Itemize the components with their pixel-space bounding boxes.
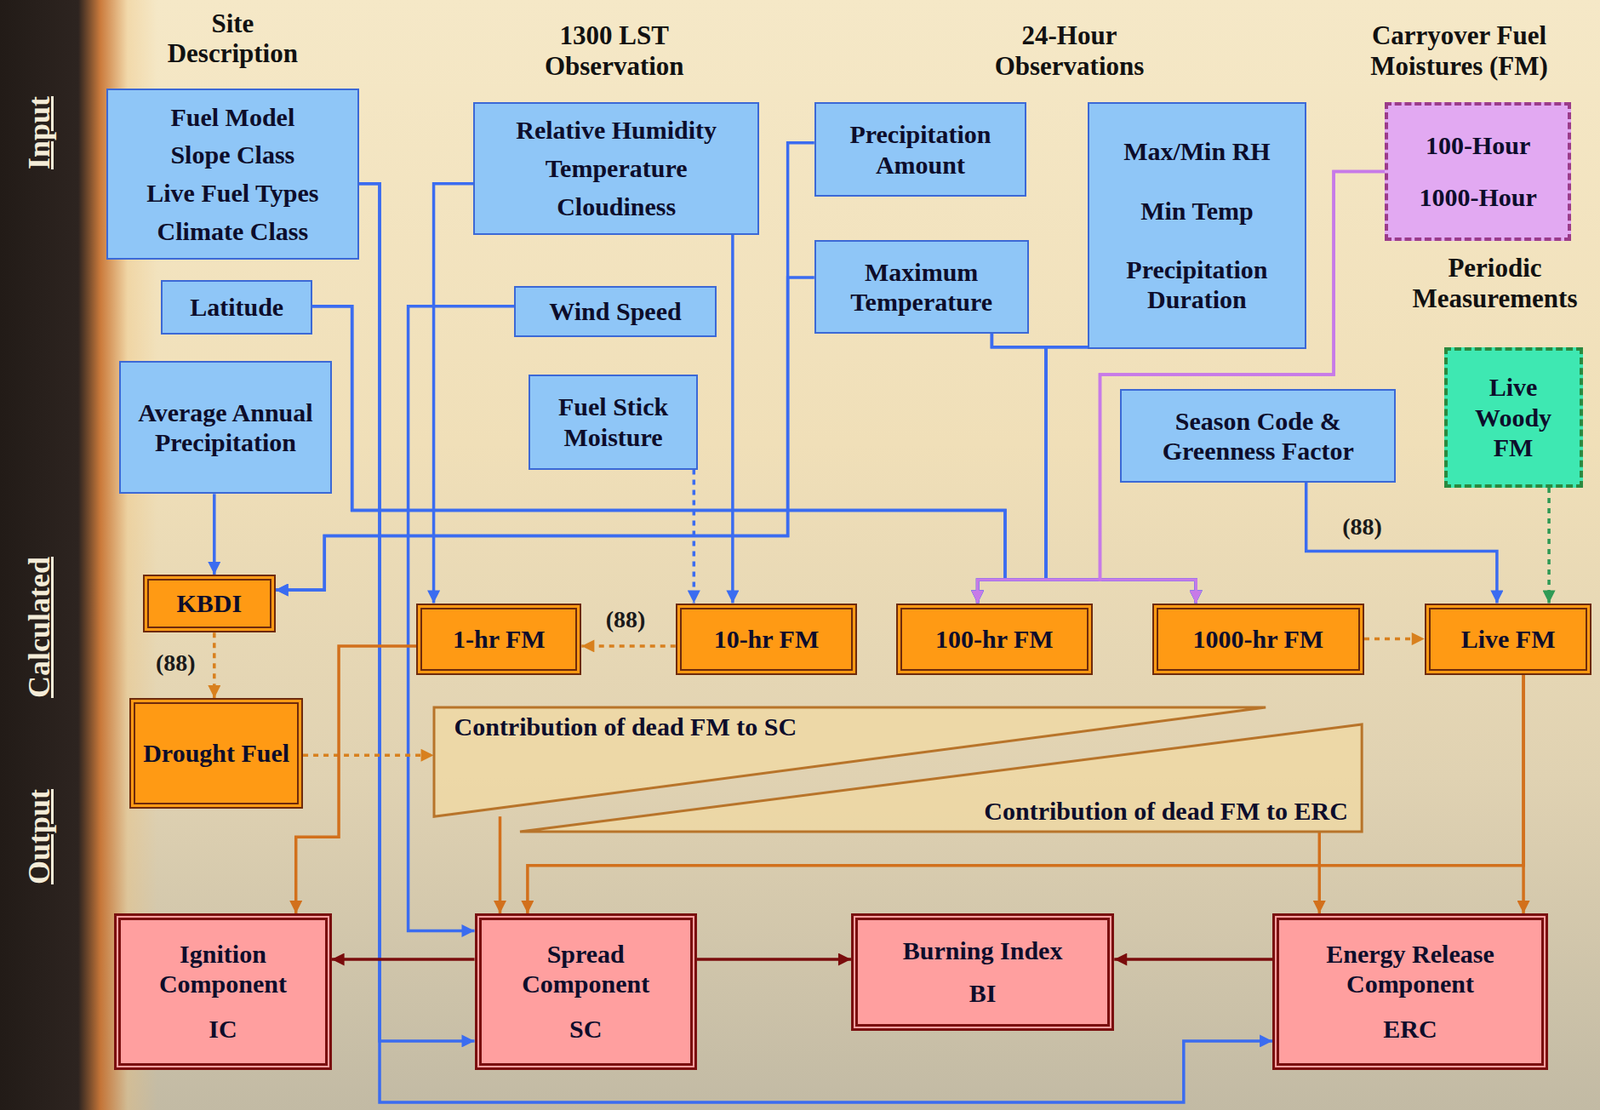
connector bbox=[312, 306, 1006, 604]
box-text: Average Annual Precipitation bbox=[127, 397, 323, 458]
box-text: Cloudiness bbox=[556, 191, 676, 222]
callout-number: (88) bbox=[605, 605, 646, 633]
box-text: Latitude bbox=[189, 291, 284, 322]
input-box: Maximum Temperature bbox=[814, 240, 1029, 334]
box-text: Climate Class bbox=[157, 216, 309, 246]
connector bbox=[212, 493, 217, 575]
input-box: Fuel ModelSlope ClassLive Fuel TypesClim… bbox=[106, 88, 360, 259]
box-text: ERC bbox=[1382, 1013, 1437, 1044]
box-text: Burning Index bbox=[902, 935, 1063, 966]
box-text: Energy Release Component bbox=[1285, 938, 1535, 1000]
calculated-box: 1-hr FM bbox=[416, 603, 582, 675]
box-text: 1000-hr FM bbox=[1193, 623, 1325, 654]
input-box: Max/Min RH Min TempPrecipitation Duration bbox=[1087, 102, 1307, 349]
connector bbox=[296, 645, 417, 914]
box-text: Relative Humidity bbox=[515, 114, 717, 145]
calculated-box: 1000-hr FM bbox=[1152, 603, 1365, 675]
connector bbox=[498, 816, 503, 914]
connector bbox=[1364, 637, 1425, 641]
output-box: Energy Release ComponentERC bbox=[1272, 913, 1549, 1069]
input-box: Relative HumidityTemperatureCloudiness bbox=[473, 102, 760, 235]
output-box: Ignition ComponentIC bbox=[114, 913, 332, 1069]
carryover-box: 100-Hour 1000-Hour bbox=[1384, 102, 1572, 241]
box-text: Precipitation Amount bbox=[822, 119, 1018, 180]
connector bbox=[302, 753, 434, 757]
calculated-box: 10-hr FM bbox=[675, 603, 858, 675]
connector bbox=[212, 632, 217, 698]
box-text: 100-hr FM bbox=[935, 623, 1054, 654]
input-box: Latitude bbox=[160, 280, 312, 336]
box-text: Temperature bbox=[545, 153, 688, 183]
section-label: Calculated bbox=[21, 556, 58, 698]
connector bbox=[1318, 831, 1322, 914]
box-text: 100-Hour bbox=[1425, 130, 1531, 160]
box-text: Live FM bbox=[1461, 623, 1556, 654]
connector bbox=[731, 234, 735, 604]
input-box: Wind Speed bbox=[514, 285, 716, 338]
calculated-box: Live FM bbox=[1424, 603, 1593, 675]
connector bbox=[1547, 487, 1551, 604]
box-text: Contribution of dead FM to SC bbox=[454, 711, 798, 742]
box-text: Spread Component bbox=[488, 938, 684, 1000]
box-text: Slope Class bbox=[170, 139, 295, 170]
calculated-box: Drought Fuel bbox=[129, 697, 303, 808]
callout-number: (88) bbox=[155, 650, 196, 677]
box-text: Live Woody FM bbox=[1454, 371, 1573, 463]
column-heading: Carryover Fuel Moistures (FM) bbox=[1326, 20, 1593, 81]
box-text: Maximum Temperature bbox=[822, 257, 1021, 318]
box-text: Contribution of dead FM to ERC bbox=[983, 795, 1349, 826]
input-box: Precipitation Amount bbox=[814, 102, 1027, 198]
connector bbox=[977, 333, 1046, 604]
column-heading: Site Description bbox=[145, 8, 320, 69]
measured-box: Live Woody FM bbox=[1444, 347, 1583, 488]
connector bbox=[581, 644, 675, 648]
section-label: Input bbox=[21, 96, 58, 170]
input-box: Season Code & Greenness Factor bbox=[1120, 388, 1396, 483]
box-text: Drought Fuel bbox=[142, 737, 290, 768]
connector bbox=[434, 183, 475, 604]
box-text: Min Temp bbox=[1140, 195, 1254, 226]
contribution-wedge: Contribution of dead FM to ERC bbox=[520, 724, 1362, 832]
connector bbox=[977, 347, 1088, 604]
box-text: Max/Min RH bbox=[1123, 136, 1271, 166]
box-text: IC bbox=[208, 1013, 237, 1044]
calculated-box: KBDI bbox=[142, 574, 276, 633]
box-text: KBDI bbox=[176, 588, 242, 618]
column-heading: 1300 LST Observation bbox=[512, 20, 717, 81]
output-box: Spread ComponentSC bbox=[474, 913, 698, 1069]
box-text: BI bbox=[969, 977, 997, 1008]
box-text: Live Fuel Types bbox=[146, 177, 319, 208]
box-text: 10-hr FM bbox=[714, 623, 820, 654]
wedge-shape bbox=[520, 724, 1362, 832]
box-text: Wind Speed bbox=[548, 296, 681, 326]
connector bbox=[1306, 482, 1498, 604]
box-text: SC bbox=[569, 1013, 602, 1044]
connector bbox=[331, 957, 475, 961]
section-label: Output bbox=[21, 788, 58, 885]
callout-number: (88) bbox=[1342, 513, 1383, 540]
box-text: Season Code & Greenness Factor bbox=[1128, 405, 1388, 467]
connector bbox=[1114, 957, 1273, 961]
column-heading: Periodic Measurements bbox=[1388, 252, 1600, 314]
box-text: 1000-Hour bbox=[1419, 182, 1538, 212]
connector bbox=[275, 277, 815, 590]
connector bbox=[697, 957, 852, 961]
box-text: 1-hr FM bbox=[452, 623, 546, 654]
connector bbox=[312, 306, 1196, 604]
input-box: Average Annual Precipitation bbox=[119, 360, 332, 494]
box-text: Fuel Stick Moisture bbox=[537, 391, 690, 452]
column-heading: 24-Hour Observations bbox=[967, 20, 1172, 81]
box-text: Fuel Model bbox=[170, 102, 295, 132]
box-text: Ignition Component bbox=[127, 938, 318, 1000]
output-box: Burning IndexBI bbox=[851, 913, 1115, 1031]
input-box: Fuel Stick Moisture bbox=[528, 374, 698, 470]
calculated-box: 100-hr FM bbox=[896, 603, 1093, 675]
box-text: Precipitation Duration bbox=[1096, 254, 1298, 315]
